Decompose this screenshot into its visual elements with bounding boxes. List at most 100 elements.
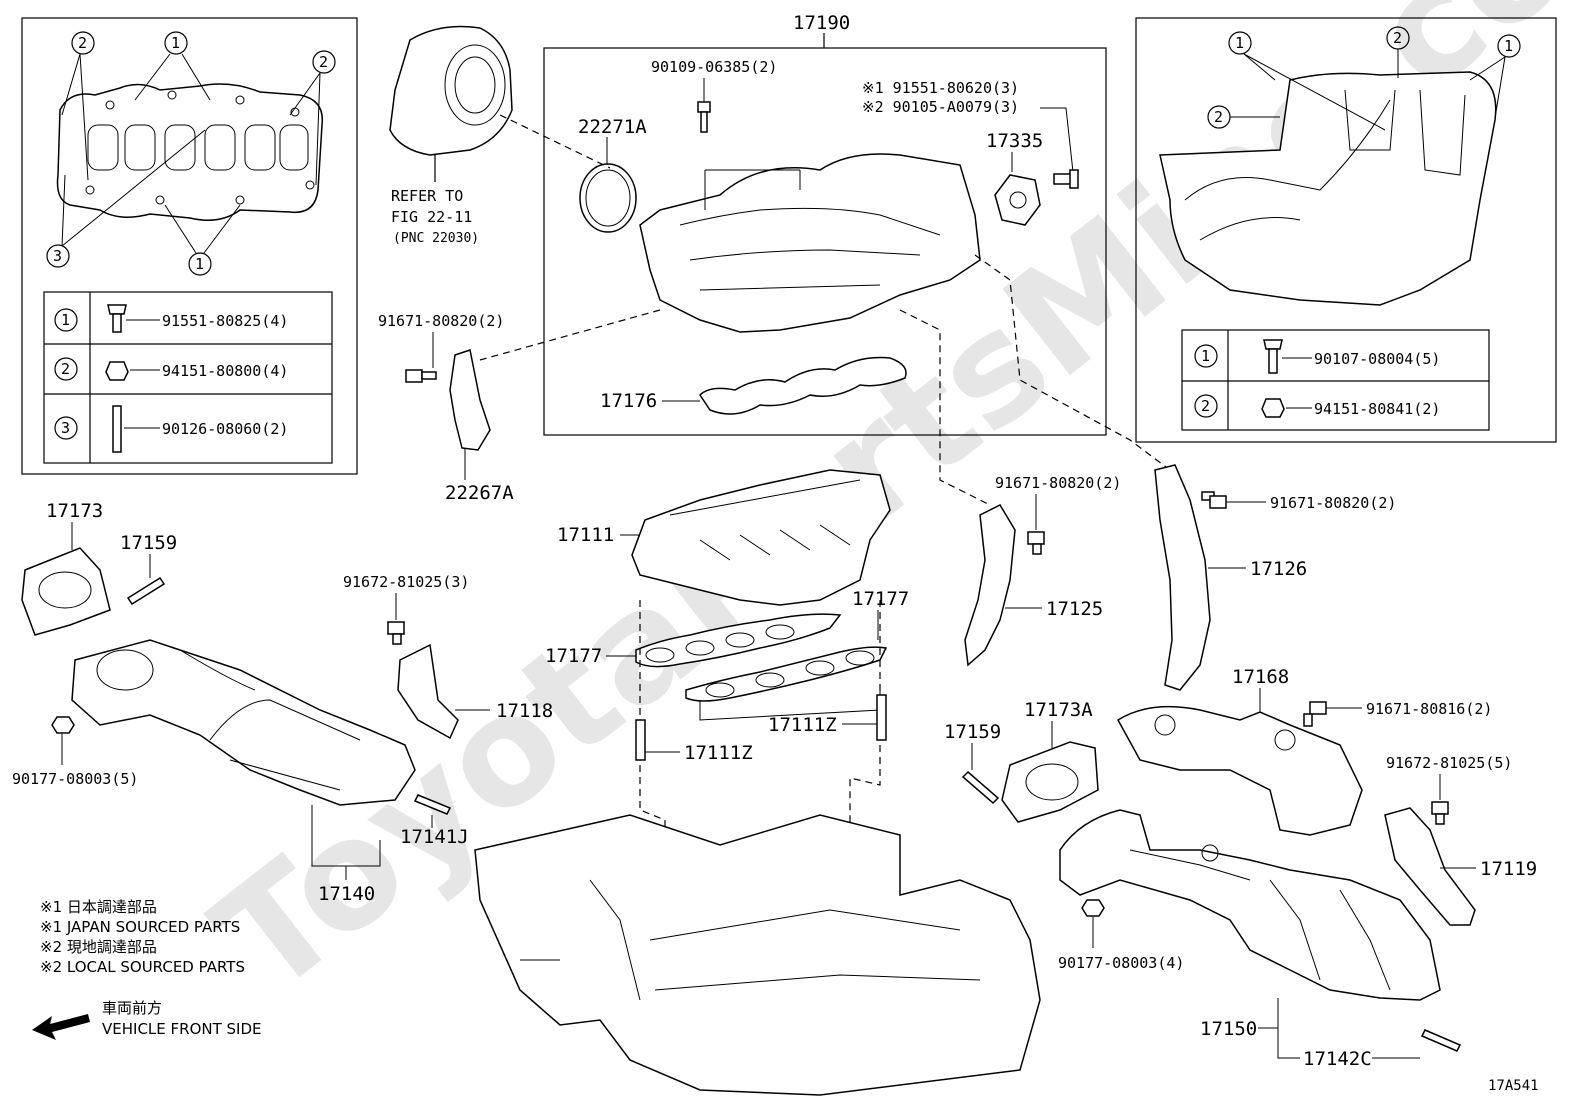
right-table-part-1: 90107-08004(5) bbox=[1314, 350, 1440, 368]
note-2-jp: ※2 現地調達部品 bbox=[40, 938, 157, 956]
center-inset-frame bbox=[543, 47, 1107, 436]
label-17159-b: 17159 bbox=[944, 721, 1001, 743]
label-22271A: 22271A bbox=[578, 116, 647, 138]
bolt-icon bbox=[1263, 339, 1283, 374]
part-17335 bbox=[994, 174, 1041, 226]
label-90109: 90109-06385(2) bbox=[651, 58, 777, 76]
refer-line-3: (PNC 22030) bbox=[393, 231, 479, 246]
bracket-17118 bbox=[397, 643, 459, 740]
right-inset-manifold bbox=[1159, 71, 1497, 306]
label-17190: 17190 bbox=[793, 12, 850, 34]
diagram-id: 17A541 bbox=[1488, 1078, 1539, 1094]
stud-17141J bbox=[413, 794, 452, 815]
label-17168: 17168 bbox=[1232, 666, 1289, 688]
label-17177-a: 17177 bbox=[545, 645, 602, 667]
gasket-17173 bbox=[21, 547, 111, 636]
bolt-91671-d bbox=[1303, 701, 1327, 727]
gasket-17173A bbox=[1001, 741, 1099, 823]
bracket-17125 bbox=[964, 504, 1016, 667]
label-17173A: 17173A bbox=[1024, 699, 1093, 721]
nut-icon bbox=[105, 361, 129, 381]
intake-plenum-17190 bbox=[639, 153, 981, 333]
refer-line-2: FIG 22-11 bbox=[391, 208, 472, 226]
label-90177-b: 90177-08003(4) bbox=[1058, 954, 1184, 972]
left-inset-gasket bbox=[56, 83, 324, 221]
right-table-num-1: 1 bbox=[1201, 347, 1210, 365]
front-label-jp: 車両前方 bbox=[102, 999, 162, 1017]
label-91671-d: 91671-80816(2) bbox=[1366, 700, 1492, 718]
left-callout-1b: 1 bbox=[195, 255, 204, 273]
left-callout-1a: 1 bbox=[171, 34, 180, 52]
nut-90177-a bbox=[51, 716, 75, 734]
right-inset-frame bbox=[1135, 17, 1557, 443]
right-callout-2b: 2 bbox=[1214, 108, 1223, 126]
right-table-part-2: 94151-80841(2) bbox=[1314, 400, 1440, 418]
label-17150: 17150 bbox=[1200, 1018, 1257, 1040]
label-17142C: 17142C bbox=[1303, 1048, 1372, 1070]
intake-manifold-17111 bbox=[631, 469, 891, 606]
bolt-icon bbox=[107, 304, 127, 333]
bolt-90109 bbox=[697, 101, 711, 133]
label-note2: ※2 90105-A0079(3) bbox=[862, 98, 1019, 116]
label-91671-a: 91671-80820(2) bbox=[378, 312, 504, 330]
right-inset: 1 2 1 2 1 2 90107-08004(5) 94151-80841(2… bbox=[1135, 17, 1557, 443]
bolt-91672-a bbox=[387, 621, 405, 645]
bracket-17126 bbox=[1154, 464, 1211, 691]
left-callout-3: 3 bbox=[53, 247, 62, 265]
nut-90177-b bbox=[1081, 899, 1105, 917]
left-table-num-3: 3 bbox=[61, 419, 70, 437]
o-ring-22271A bbox=[579, 163, 637, 233]
label-17111Z-b: 17111Z bbox=[768, 714, 837, 736]
left-table-part-2: 94151-80800(4) bbox=[162, 362, 288, 380]
bolt-91671-a bbox=[405, 369, 437, 383]
gasket-17177-a bbox=[635, 613, 842, 668]
left-table-part-1: 91551-80825(4) bbox=[162, 312, 288, 330]
label-17126: 17126 bbox=[1250, 558, 1307, 580]
bracket-22267A bbox=[449, 349, 491, 451]
label-91672-b: 91672-81025(5) bbox=[1386, 754, 1512, 772]
right-callout-1b: 1 bbox=[1504, 37, 1513, 55]
label-91671-c: 91671-80820(2) bbox=[1270, 494, 1396, 512]
left-inset-frame bbox=[21, 17, 358, 475]
label-17335: 17335 bbox=[986, 130, 1043, 152]
left-callout-2b: 2 bbox=[319, 53, 328, 71]
label-17159-a: 17159 bbox=[120, 532, 177, 554]
refer-line-1: REFER TO bbox=[391, 187, 463, 205]
left-table-part-3: 90126-08060(2) bbox=[162, 420, 288, 438]
catalytic-converter-17140 bbox=[71, 639, 416, 806]
right-parts-table: 1 2 90107-08004(5) 94151-80841(2) bbox=[1181, 329, 1490, 431]
front-label-en: VEHICLE FRONT SIDE bbox=[102, 1020, 262, 1038]
bolt-91672-b bbox=[1431, 801, 1449, 825]
label-22267A: 22267A bbox=[445, 482, 514, 504]
note-1-en: ※1 JAPAN SOURCED PARTS bbox=[40, 918, 240, 936]
label-90177-a: 90177-08003(5) bbox=[12, 770, 138, 788]
stud-17142C bbox=[1420, 1029, 1462, 1052]
label-91671-b: 91671-80820(2) bbox=[995, 474, 1121, 492]
label-17173: 17173 bbox=[46, 500, 103, 522]
stud-17159-a bbox=[126, 576, 166, 606]
stud-17159-b bbox=[961, 770, 1000, 805]
note-1-jp: ※1 日本調達部品 bbox=[40, 898, 157, 916]
right-callout-2a: 2 bbox=[1393, 29, 1402, 47]
label-17111Z-a: 17111Z bbox=[684, 742, 753, 764]
right-table-num-2: 2 bbox=[1201, 397, 1210, 415]
catalytic-converter-17150 bbox=[1059, 809, 1441, 1001]
label-note1: ※1 91551-80620(3) bbox=[862, 79, 1019, 97]
left-inset: 2 1 2 3 1 1 2 3 bbox=[21, 17, 358, 475]
label-17176: 17176 bbox=[600, 390, 657, 412]
bolt-note bbox=[1053, 169, 1079, 189]
left-parts-table: 1 2 3 91551-80825(4) 94151-80800(4) 9012… bbox=[43, 291, 333, 464]
left-callout-2a: 2 bbox=[78, 34, 87, 52]
stud-icon bbox=[112, 405, 122, 453]
label-17111: 17111 bbox=[557, 524, 614, 546]
stud-17111Z-a bbox=[635, 719, 646, 761]
label-17140: 17140 bbox=[318, 883, 375, 905]
bolt-91671-b bbox=[1027, 531, 1045, 555]
stud-17111Z-b bbox=[876, 694, 887, 741]
right-callout-1a: 1 bbox=[1235, 34, 1244, 52]
throttle-body bbox=[389, 25, 513, 182]
label-17119: 17119 bbox=[1480, 858, 1537, 880]
note-2-en: ※2 LOCAL SOURCED PARTS bbox=[40, 958, 245, 976]
nut-icon bbox=[1261, 398, 1285, 418]
